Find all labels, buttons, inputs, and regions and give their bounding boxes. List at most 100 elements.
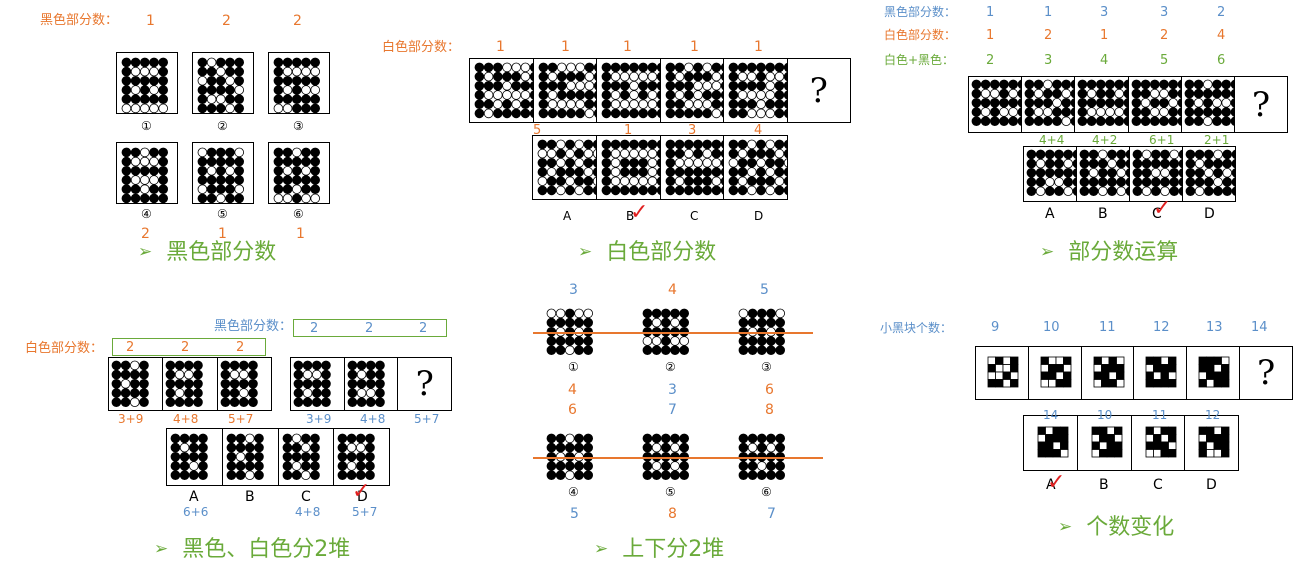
option-letter: C <box>690 209 699 223</box>
caption: ➢白色部分数 <box>578 242 716 264</box>
expr: 3+9 <box>306 412 332 426</box>
figure <box>109 358 164 410</box>
option-letter: A <box>563 209 572 223</box>
count: 1 <box>986 5 995 20</box>
option-letter: A <box>1045 206 1055 222</box>
option-expr: 4+2 <box>1092 133 1118 147</box>
count: 12 <box>1153 320 1170 335</box>
figure-number: ⑤ <box>665 485 676 499</box>
option-letter: C <box>301 489 311 505</box>
option-d[interactable] <box>1185 416 1238 470</box>
option-c[interactable] <box>1132 416 1186 470</box>
count: 13 <box>1206 320 1223 335</box>
figure-number: ④ <box>568 485 579 499</box>
option-letter: C <box>1153 477 1163 493</box>
figure <box>1182 77 1235 132</box>
option-a[interactable] <box>533 136 597 199</box>
figure <box>291 358 345 410</box>
figure <box>534 59 597 122</box>
option-b[interactable] <box>223 429 279 485</box>
option-d[interactable] <box>724 136 787 199</box>
option-count: 11 <box>1152 408 1168 422</box>
figure <box>345 358 399 410</box>
figure-number: ③ <box>293 119 304 133</box>
caption-text: 上下分2堆 <box>622 537 725 562</box>
label-black-parts: 黑色部分数： <box>884 5 957 19</box>
option-c[interactable] <box>661 136 725 199</box>
caption-text: 白色部分数 <box>606 240 717 265</box>
check-icon: ✓ <box>1047 470 1066 495</box>
option-b[interactable] <box>1077 147 1130 201</box>
option-b[interactable] <box>597 136 661 199</box>
option-d[interactable] <box>1183 147 1235 201</box>
caption: ➢黑色部分数 <box>138 242 276 264</box>
count: 9 <box>991 320 1000 335</box>
expr: 3+9 <box>118 412 144 426</box>
figure-number: ① <box>141 119 152 133</box>
option-a[interactable] <box>1024 147 1077 201</box>
option-b[interactable] <box>1078 416 1132 470</box>
figure-number: ⑤ <box>217 207 228 221</box>
figure <box>1022 77 1076 132</box>
arrow-icon: ➢ <box>594 539 609 559</box>
figure <box>969 77 1023 132</box>
count: 2 <box>293 13 302 29</box>
option-expr: 5+7 <box>352 505 378 519</box>
black-count-box <box>293 319 447 337</box>
option-a[interactable] <box>1024 416 1078 470</box>
count: 3 <box>1100 5 1109 20</box>
caption: ➢部分数运算 <box>1040 242 1178 264</box>
divider-line <box>533 332 813 334</box>
option-d[interactable] <box>334 429 389 485</box>
figure-2 <box>192 52 254 114</box>
figure <box>1187 347 1241 399</box>
count: 4 <box>668 282 677 298</box>
figure <box>724 59 788 122</box>
count: 6 <box>765 382 774 398</box>
count: 1 <box>1100 28 1109 43</box>
option-letter: C <box>1152 206 1162 222</box>
right-strip: ? <box>290 357 452 411</box>
figure-4 <box>116 142 178 204</box>
count: 1 <box>496 39 505 55</box>
question-strip: ? <box>469 58 851 123</box>
count: 2 <box>126 340 135 355</box>
arrow-icon: ➢ <box>138 242 153 262</box>
option-c[interactable] <box>279 429 335 485</box>
question-mark: ? <box>1256 353 1276 393</box>
caption: ➢个数变化 <box>1058 517 1174 539</box>
count: 1 <box>561 39 570 55</box>
figure-1 <box>546 308 594 356</box>
options-strip <box>166 428 390 486</box>
arrow-icon: ➢ <box>1040 242 1055 262</box>
count: 10 <box>1043 320 1060 335</box>
figure-number: ② <box>217 119 228 133</box>
option-letter: D <box>1204 206 1215 222</box>
figure <box>470 59 534 122</box>
option-letter: A <box>189 489 199 505</box>
count: 2 <box>986 53 995 68</box>
count: 6 <box>568 402 577 418</box>
figure-number: ② <box>665 360 676 374</box>
count: 7 <box>668 402 677 418</box>
count: 2 <box>181 340 190 355</box>
count: 1 <box>296 226 305 242</box>
label-white-parts: 白色部分数： <box>382 40 461 55</box>
option-expr: 6+1 <box>1149 133 1175 147</box>
option-a[interactable] <box>167 429 223 485</box>
option-letter: B <box>626 209 635 223</box>
option-expr: 4+8 <box>295 505 321 519</box>
option-expr: 2+1 <box>1204 133 1230 147</box>
figure-2 <box>642 308 690 356</box>
left-strip <box>108 357 272 411</box>
count: 4 <box>1217 28 1226 43</box>
question-mark: ? <box>809 70 828 111</box>
count: 5 <box>533 123 542 138</box>
option-c[interactable] <box>1130 147 1183 201</box>
count: 3 <box>668 382 677 398</box>
option-expr: 4+4 <box>1039 133 1065 147</box>
option-letter: B <box>1099 477 1109 493</box>
arrow-icon: ➢ <box>1058 517 1073 537</box>
label-small-black: 小黑块个数： <box>880 321 953 335</box>
count: 14 <box>1251 320 1268 335</box>
